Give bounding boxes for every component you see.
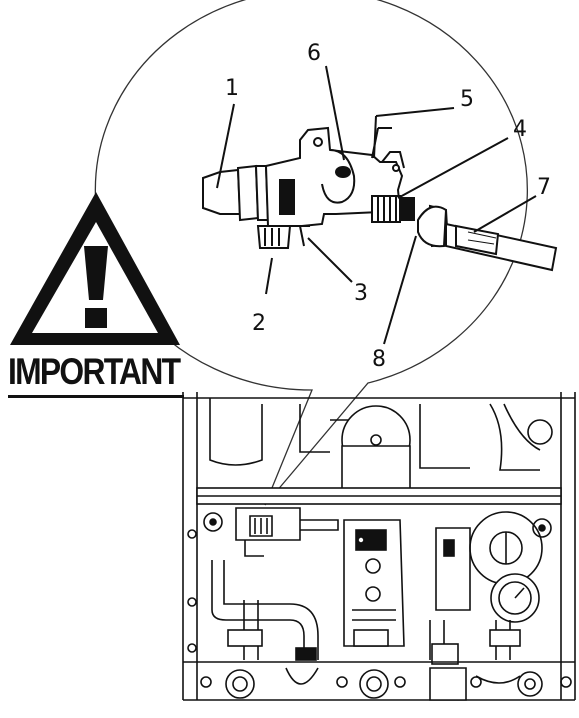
important-label: IMPORTANT [8, 351, 181, 392]
boiler-chassis [182, 392, 576, 701]
callout-6: 6 [307, 41, 321, 66]
callout-4: 4 [513, 117, 527, 142]
important-underline [8, 395, 184, 398]
warning-triangle-icon [10, 192, 180, 345]
callout-8: 8 [372, 347, 386, 372]
tube-assembly [417, 204, 558, 272]
callout-3: 3 [354, 281, 368, 306]
callout-5: 5 [460, 87, 474, 112]
callout-2: 2 [252, 311, 266, 336]
callout-1: 1 [225, 76, 239, 101]
valve-component [202, 126, 415, 249]
leader-lines [216, 65, 537, 345]
callout-7: 7 [537, 175, 551, 200]
magnified-detail-bubble [94, 0, 528, 506]
